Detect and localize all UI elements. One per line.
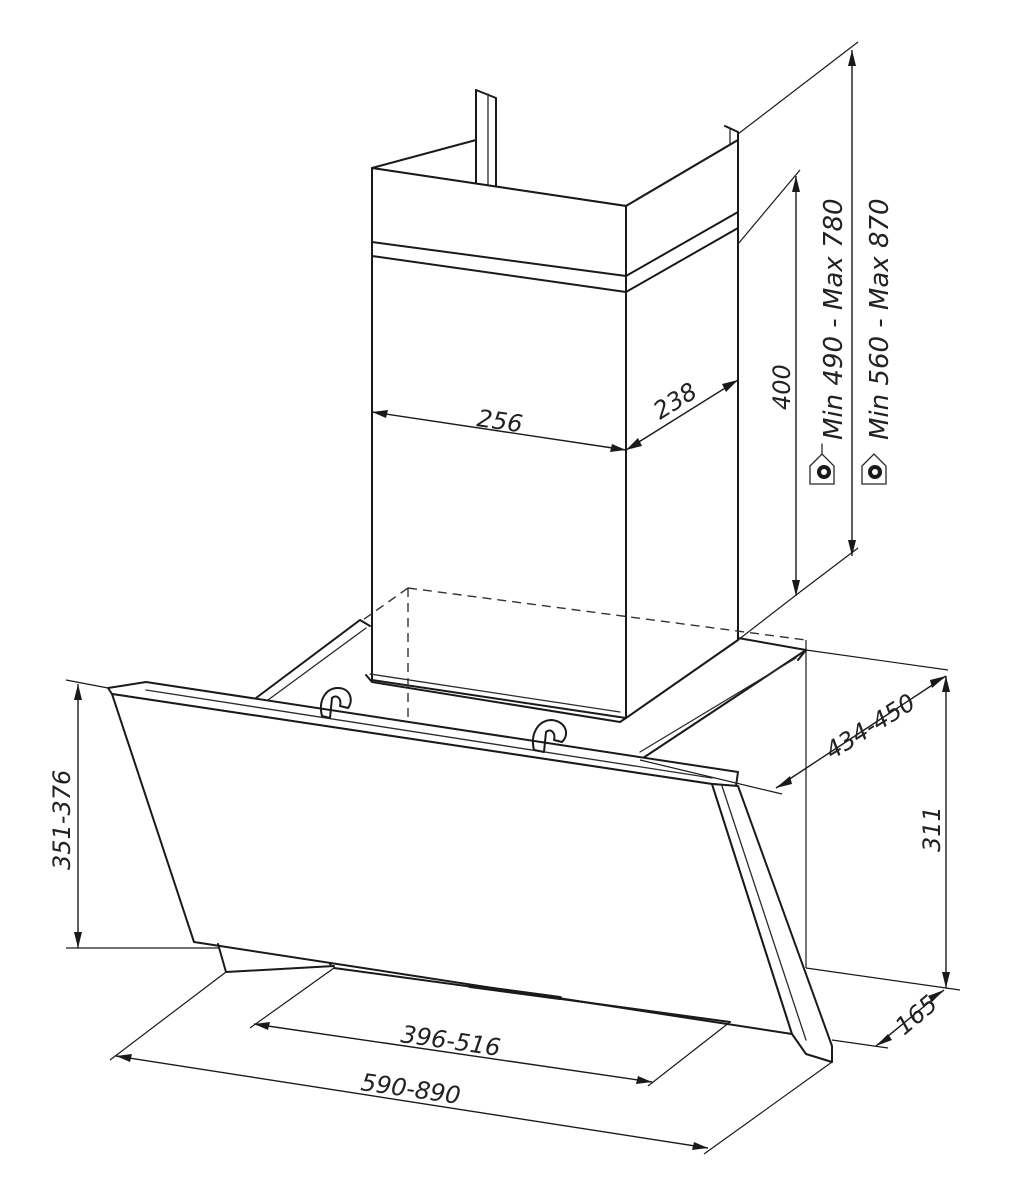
control-strip-buttons <box>468 984 562 1000</box>
hood-top-left-rail-inner <box>267 627 367 701</box>
chimney-side-face <box>625 139 739 719</box>
ext-400-bottom <box>737 591 801 641</box>
arrow-256-right <box>610 444 626 452</box>
glass-face <box>111 693 793 1035</box>
hood-top-left-rail <box>255 619 371 699</box>
arrow-256-left <box>372 410 388 418</box>
label-hood-height: 311 <box>918 806 946 852</box>
chimney-base-plate <box>365 674 627 723</box>
arrow-minmax-bottom <box>848 540 856 556</box>
ext-396-right <box>647 1021 731 1087</box>
arrow-396-right <box>636 1076 652 1084</box>
arrow-351-top <box>74 684 82 700</box>
arrow-434-left <box>776 776 792 788</box>
arrow-minmax-top <box>848 50 856 66</box>
wall-hook-left <box>320 687 352 719</box>
hood-top-right-inner <box>639 657 797 753</box>
label-mounting-span: 396-516 <box>399 1020 502 1062</box>
ext-400-top <box>737 169 801 245</box>
arrow-351-bottom <box>74 932 82 948</box>
label-hood-depth: 434-450 <box>820 688 920 765</box>
wall-hook-right <box>532 719 568 753</box>
dim-line-238 <box>625 379 739 451</box>
arrow-396-left <box>254 1022 270 1030</box>
dimension-lines <box>65 41 961 1155</box>
arrow-238-left <box>626 438 642 450</box>
ext-434-bottom <box>639 759 783 795</box>
arrow-311-bottom <box>942 972 950 988</box>
ext-590-left <box>109 971 227 1061</box>
ext-434-top <box>805 649 949 671</box>
arrow-165-right <box>928 990 944 1002</box>
ext-351-top <box>65 679 109 689</box>
dim-line-434 <box>775 675 947 789</box>
hidden-top-back <box>407 587 807 641</box>
arrow-238-right <box>722 380 738 392</box>
dim-line-396 <box>253 1023 653 1083</box>
ext-590-right <box>703 1061 833 1155</box>
arrow-400-bottom <box>792 580 800 596</box>
ext-minmax-top <box>737 41 859 135</box>
chimney-base-inner <box>369 673 621 713</box>
label-range-extraction: Min 490 - Max 780 <box>819 198 849 440</box>
ext-396-left <box>249 967 335 1029</box>
label-hood-side-height: 351-376 <box>48 770 76 870</box>
house-recirculation-icon <box>861 453 887 485</box>
label-overall-width: 590-890 <box>359 1068 462 1110</box>
dim-line-256 <box>371 411 627 451</box>
arrow-434-right <box>930 676 946 688</box>
label-chimney-height: 400 <box>768 364 796 410</box>
ext-311-bottom <box>805 967 961 991</box>
chimney-band-bottom-front <box>371 255 627 293</box>
arrow-590-right <box>692 1142 708 1150</box>
hidden-top-left <box>359 587 409 623</box>
arrow-311-top <box>942 676 950 692</box>
chimney-back-panel <box>475 89 497 189</box>
arrow-590-left <box>116 1054 132 1062</box>
label-range-recirculation: Min 560 - Max 870 <box>865 198 895 440</box>
ext-minmax-bottom <box>799 547 859 593</box>
chimney-band-top-front <box>371 241 627 277</box>
ext-165-front <box>831 1039 889 1049</box>
dimension-arrows <box>74 50 950 1150</box>
chimney <box>365 89 739 723</box>
arrow-400-top <box>792 176 800 192</box>
dim-line-590 <box>115 1055 709 1149</box>
glass-side-inner <box>721 785 807 1041</box>
chimney-band-top-side <box>625 211 739 277</box>
glass-top-bar-inner <box>145 689 713 779</box>
chimney-band-bottom-side <box>625 227 739 293</box>
label-chimney-width: 256 <box>475 404 524 438</box>
glass-panel <box>107 681 833 1063</box>
chimney-front-face <box>371 167 627 719</box>
arrow-165-left <box>876 1034 892 1046</box>
house-extraction-icon <box>809 443 835 485</box>
